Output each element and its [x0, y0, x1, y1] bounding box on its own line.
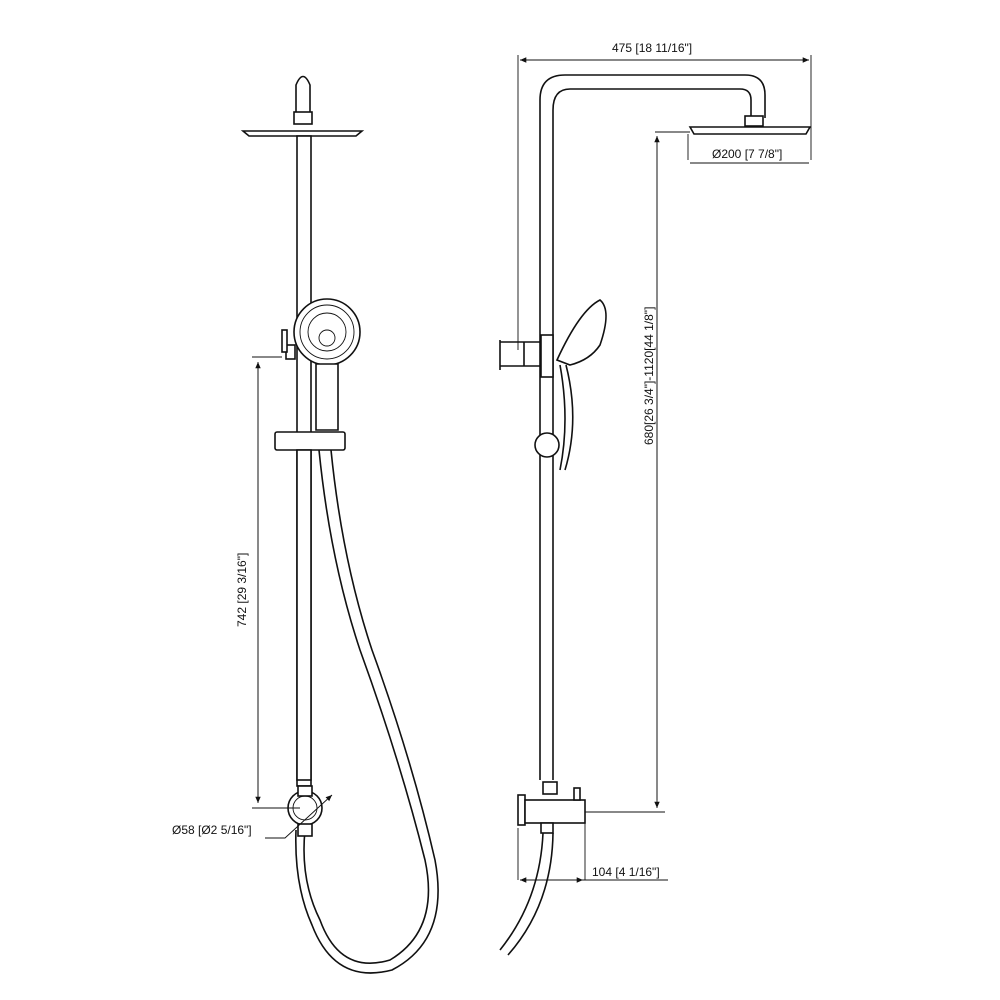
- side-diverter: [499, 340, 540, 370]
- side-wall-flange: [517, 794, 526, 826]
- front-rain-head: [240, 130, 365, 137]
- hand-shower-handle: [315, 363, 339, 431]
- side-slide-bracket: [534, 432, 560, 458]
- head-diameter-label: Ø200 [7 7/8"]: [712, 147, 782, 161]
- side-hand-shower-head: [555, 299, 607, 366]
- height-range-label: 680[26 3/4"]-1120[44 1/8"]: [642, 307, 656, 445]
- front-slide-bracket: [274, 431, 346, 451]
- side-riser-outer: [539, 74, 766, 780]
- front-gooseneck-top: [295, 75, 311, 120]
- mixer-diameter-label: Ø58 [Ø2 5/16"]: [172, 823, 252, 837]
- front-view: 742 [29 3/16"] Ø58 [Ø2 5/16"]: [172, 75, 439, 974]
- side-mixer-body: [524, 799, 586, 824]
- overall-width-label: 475 [18 11/16"]: [612, 41, 692, 55]
- side-holder: [540, 334, 554, 378]
- slide-rail-height-label: 742 [29 3/16"]: [235, 553, 249, 627]
- hand-shower-head-face: [293, 298, 361, 366]
- front-hose-outer: [303, 449, 430, 964]
- front-arm-nut: [293, 111, 313, 125]
- side-rain-head: [688, 126, 812, 135]
- side-hose: [499, 832, 554, 956]
- side-arm-nut: [744, 115, 764, 127]
- front-hose-inner: [295, 449, 439, 974]
- mixer-depth-label: 104 [4 1/16"]: [592, 865, 660, 879]
- side-view: 475 [18 11/16"] Ø200 [7 7/8"] 680[26 3/4…: [499, 41, 812, 956]
